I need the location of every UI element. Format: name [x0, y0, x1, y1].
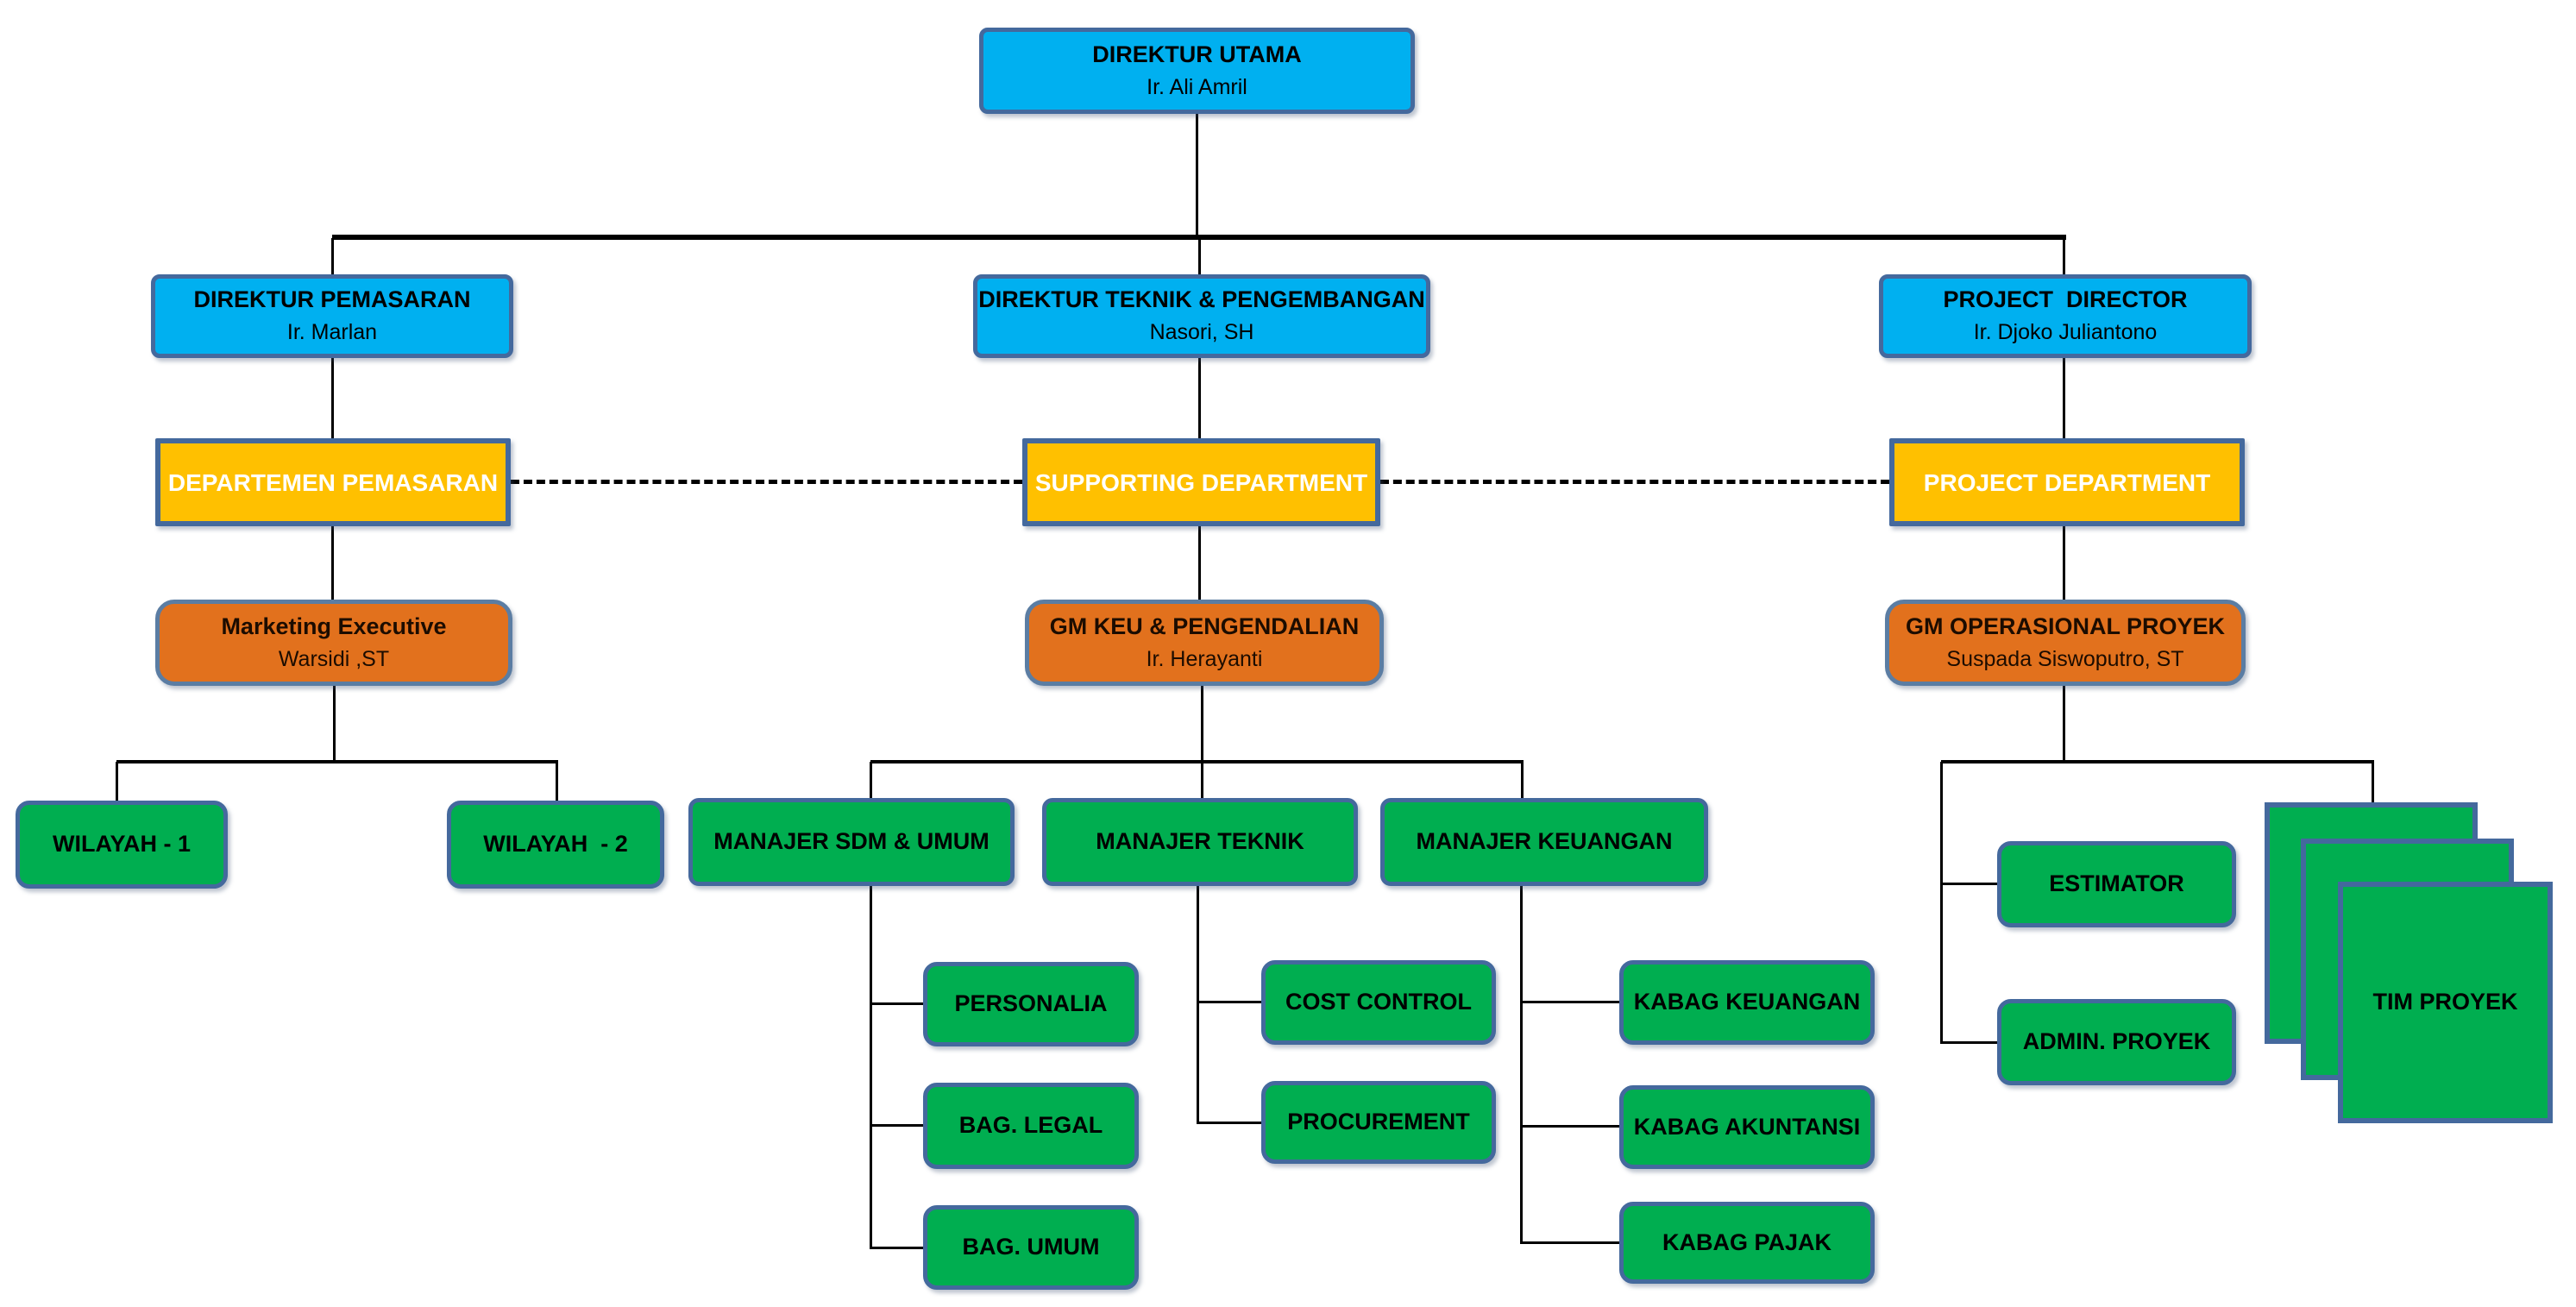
node-title: KABAG PAJAK: [1662, 1228, 1831, 1255]
node-title: Marketing Executive: [221, 613, 447, 639]
connector-dashed-left: [511, 480, 1022, 484]
connector-sdm-trunk: [870, 884, 872, 1249]
org-node-project-director: PROJECT DIRECTOR Ir. Djoko Juliantono: [1879, 274, 2252, 358]
org-node-gm-keu-pengendalian: GM KEU & PENGENDALIAN Ir. Herayanti: [1025, 600, 1384, 686]
node-title: WILAYAH - 1: [52, 831, 192, 858]
connector-wilayah-bus: [116, 760, 558, 763]
connector-teknik-mgr-drop: [1201, 762, 1203, 800]
node-title: GM OPERASIONAL PROYEK: [1905, 613, 2226, 639]
connector-timproyek-drop: [2372, 762, 2374, 805]
node-title: DIREKTUR PEMASARAN: [193, 286, 471, 313]
connector-kabagkeuangan-stub: [1520, 1001, 1621, 1003]
node-person: Nasori, SH: [1149, 320, 1254, 345]
node-person: Warsidi ,ST: [278, 646, 390, 671]
node-title: PROJECT DIRECTOR: [1943, 286, 2188, 313]
org-node-kabag-akuntansi: KABAG AKUNTANSI: [1619, 1085, 1875, 1169]
org-node-kabag-keuangan: KABAG KEUANGAN: [1619, 960, 1875, 1045]
org-node-cost-control: COST CONTROL: [1261, 960, 1496, 1045]
connector-drop-pemasaran: [331, 238, 334, 276]
connector-estimator-stub: [1940, 883, 1999, 885]
node-person: Ir. Marlan: [286, 320, 378, 345]
node-title: PROJECT DEPARTMENT: [1923, 468, 2211, 496]
connector-kabagpajak-stub: [1520, 1241, 1621, 1244]
connector-wilayah1-drop: [116, 762, 118, 802]
org-node-manajer-sdm-umum: MANAJER SDM & UMUM: [688, 798, 1015, 886]
connector-pemasaran-dept: [331, 356, 334, 440]
connector-personalia-stub: [870, 1002, 925, 1005]
connector-proyek-bus: [1941, 760, 2374, 763]
org-node-manajer-keuangan: MANAJER KEUANGAN: [1380, 798, 1708, 886]
org-node-procurement: PROCUREMENT: [1261, 1081, 1496, 1164]
node-title: KABAG KEUANGAN: [1633, 989, 1861, 1015]
org-node-tim-proyek: TIM PROYEK: [2338, 882, 2553, 1123]
connector-keuangan-trunk: [1520, 884, 1523, 1244]
connector-root-drop: [1196, 112, 1198, 238]
org-node-admin-proyek: ADMIN. PROYEK: [1997, 999, 2236, 1085]
node-title: PROCUREMENT: [1287, 1109, 1470, 1135]
node-title: MANAJER SDM & UMUM: [713, 828, 990, 855]
org-node-direktur-utama: DIREKTUR UTAMA Ir. Ali Amril: [979, 28, 1415, 114]
node-title: ESTIMATOR: [2049, 870, 2184, 897]
node-title: MANAJER TEKNIK: [1096, 828, 1304, 855]
connector-drop-teknik: [1198, 238, 1201, 276]
node-title: KABAG AKUNTANSI: [1633, 1113, 1861, 1140]
connector-dept-marketing: [331, 526, 334, 601]
node-title: DEPARTEMEN PEMASARAN: [167, 468, 499, 496]
org-node-gm-operasional-proyek: GM OPERASIONAL PROYEK Suspada Siswoputro…: [1885, 600, 2246, 686]
org-node-manajer-teknik: MANAJER TEKNIK: [1042, 798, 1358, 886]
org-node-direktur-teknik: DIREKTUR TEKNIK & PENGEMBANGAN Nasori, S…: [973, 274, 1430, 358]
node-title: BAG. LEGAL: [958, 1112, 1103, 1139]
connector-gmproyek-drop: [2063, 684, 2065, 763]
node-title: GM KEU & PENGENDALIAN: [1049, 613, 1360, 639]
connector-teknik-trunk: [1197, 884, 1199, 1124]
org-node-departemen-pemasaran: DEPARTEMEN PEMASARAN: [155, 438, 511, 526]
node-title: BAG. UMUM: [962, 1234, 1100, 1260]
connector-dashed-right: [1380, 480, 1889, 484]
node-title: TIM PROYEK: [2372, 989, 2518, 1015]
org-node-marketing-executive: Marketing Executive Warsidi ,ST: [155, 600, 512, 686]
node-person: Suspada Siswoputro, ST: [1946, 646, 2184, 671]
node-title: SUPPORTING DEPARTMENT: [1034, 468, 1368, 496]
connector-sdm-drop: [870, 762, 872, 800]
connector-proyek-left-trunk: [1940, 762, 1943, 1044]
org-node-bag-umum: BAG. UMUM: [923, 1205, 1139, 1290]
node-title: DIREKTUR TEKNIK & PENGEMBANGAN: [978, 286, 1425, 313]
org-node-personalia: PERSONALIA: [923, 962, 1139, 1046]
connector-wilayah2-drop: [556, 762, 558, 802]
org-node-bag-legal: BAG. LEGAL: [923, 1083, 1139, 1169]
connector-dept-gmkeu: [1198, 526, 1201, 601]
org-node-kabag-pajak: KABAG PAJAK: [1619, 1202, 1875, 1284]
node-person: Ir. Djoko Juliantono: [1973, 320, 2158, 345]
connector-costcontrol-stub: [1197, 1001, 1263, 1003]
connector-dept-gmproyek: [2063, 526, 2065, 601]
connector-keuangan-drop: [1521, 762, 1524, 800]
connector-marketing-drop: [333, 684, 336, 763]
node-person: Ir. Herayanti: [1146, 646, 1263, 671]
connector-procurement-stub: [1197, 1122, 1263, 1124]
org-node-supporting-department: SUPPORTING DEPARTMENT: [1022, 438, 1380, 526]
connector-adminproyek-stub: [1940, 1041, 1999, 1044]
node-title: DIREKTUR UTAMA: [1092, 41, 1302, 67]
node-title: WILAYAH - 2: [483, 831, 628, 858]
connector-directors-bus: [332, 235, 2066, 240]
node-person: Ir. Ali Amril: [1147, 74, 1247, 99]
org-node-project-department: PROJECT DEPARTMENT: [1889, 438, 2245, 526]
org-node-direktur-pemasaran: DIREKTUR PEMASARAN Ir. Marlan: [151, 274, 513, 358]
connector-baglegal-stub: [870, 1124, 925, 1127]
connector-manajer-bus: [870, 760, 1524, 763]
connector-gmkeu-drop: [1201, 684, 1203, 763]
node-title: COST CONTROL: [1285, 989, 1472, 1015]
org-node-wilayah-1: WILAYAH - 1: [16, 801, 228, 889]
connector-project-dept: [2063, 356, 2065, 440]
node-title: MANAJER KEUANGAN: [1416, 828, 1673, 855]
node-title: ADMIN. PROYEK: [2022, 1028, 2211, 1055]
connector-kabagakuntansi-stub: [1520, 1125, 1621, 1128]
org-node-estimator: ESTIMATOR: [1997, 841, 2236, 927]
connector-drop-project: [2063, 238, 2065, 276]
connector-bagumum-stub: [870, 1247, 925, 1249]
node-title: PERSONALIA: [954, 990, 1108, 1017]
connector-teknik-dept: [1198, 356, 1201, 440]
org-node-wilayah-2: WILAYAH - 2: [447, 801, 664, 889]
